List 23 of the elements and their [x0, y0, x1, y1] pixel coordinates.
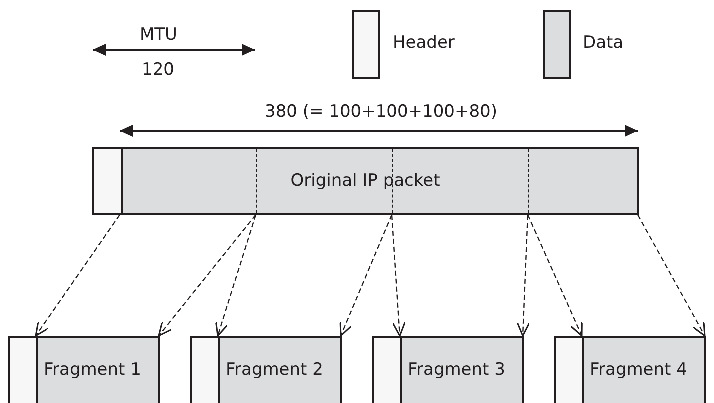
arrow — [215, 214, 257, 337]
dimension-label: MTU — [140, 25, 178, 45]
fragment-label: Fragment 4 — [590, 360, 688, 380]
dimension-label: 120 — [142, 60, 174, 80]
packet-label: Original IP packet — [290, 171, 442, 191]
arrow — [35, 214, 120, 337]
arrow — [158, 214, 256, 337]
arrow — [516, 214, 530, 337]
legend-label: Data — [583, 33, 624, 53]
fragment-label: Fragment 1 — [44, 360, 142, 380]
arrow — [527, 214, 583, 337]
packet-bar — [92, 147, 639, 215]
fragment-label: Fragment 3 — [408, 360, 506, 380]
fragment-box — [190, 336, 342, 403]
legend-label: Header — [393, 33, 455, 53]
arrow — [637, 214, 706, 337]
fragment-box — [372, 336, 524, 403]
dimension-label: 380 (= 100+100+100+80) — [265, 102, 498, 122]
arrow — [340, 214, 393, 337]
fragment-label: Fragment 2 — [226, 360, 324, 380]
fragment-box — [554, 336, 706, 403]
fragment-box — [8, 336, 160, 403]
arrow — [391, 214, 406, 337]
